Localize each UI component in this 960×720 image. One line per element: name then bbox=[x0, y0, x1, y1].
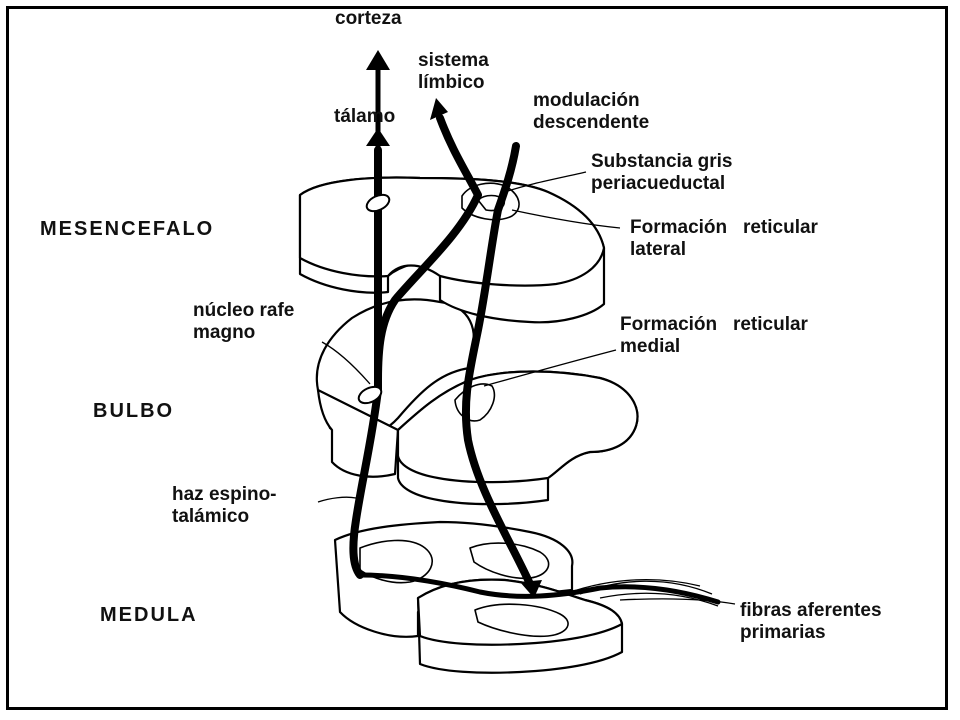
label-formacion-reticular-medial: Formación reticular medial bbox=[620, 314, 808, 358]
descending-modulation-tract bbox=[461, 142, 542, 598]
label-bulbo: BULBO bbox=[93, 400, 175, 422]
mesencefalo-section bbox=[298, 176, 606, 324]
label-medula: MEDULA bbox=[100, 604, 198, 626]
limbic-tract bbox=[374, 98, 482, 384]
label-formacion-reticular-lateral: Formación reticular lateral bbox=[630, 217, 818, 261]
label-fibras-aferentes: fibras aferentes primarias bbox=[740, 600, 882, 644]
leader-lines bbox=[317, 171, 736, 605]
label-haz-espinotalamico: haz espino- talámico bbox=[172, 484, 277, 528]
spinothalamic-tract bbox=[349, 50, 391, 579]
label-talamo: tálamo bbox=[334, 106, 396, 127]
label-corteza: corteza bbox=[335, 8, 402, 29]
label-nucleo-rafe-magno: núcleo rafe magno bbox=[193, 300, 295, 344]
label-modulacion-descendente: modulación descendente bbox=[533, 90, 650, 134]
label-substancia-gris: Substancia gris periacueductal bbox=[591, 151, 733, 195]
medula-section bbox=[333, 520, 624, 674]
bulbo-section bbox=[315, 298, 639, 506]
label-sistema-limbico: sistema límbico bbox=[418, 50, 489, 94]
primary-afferent-fibers bbox=[357, 572, 721, 607]
label-mesencefalo: MESENCEFALO bbox=[40, 218, 215, 240]
